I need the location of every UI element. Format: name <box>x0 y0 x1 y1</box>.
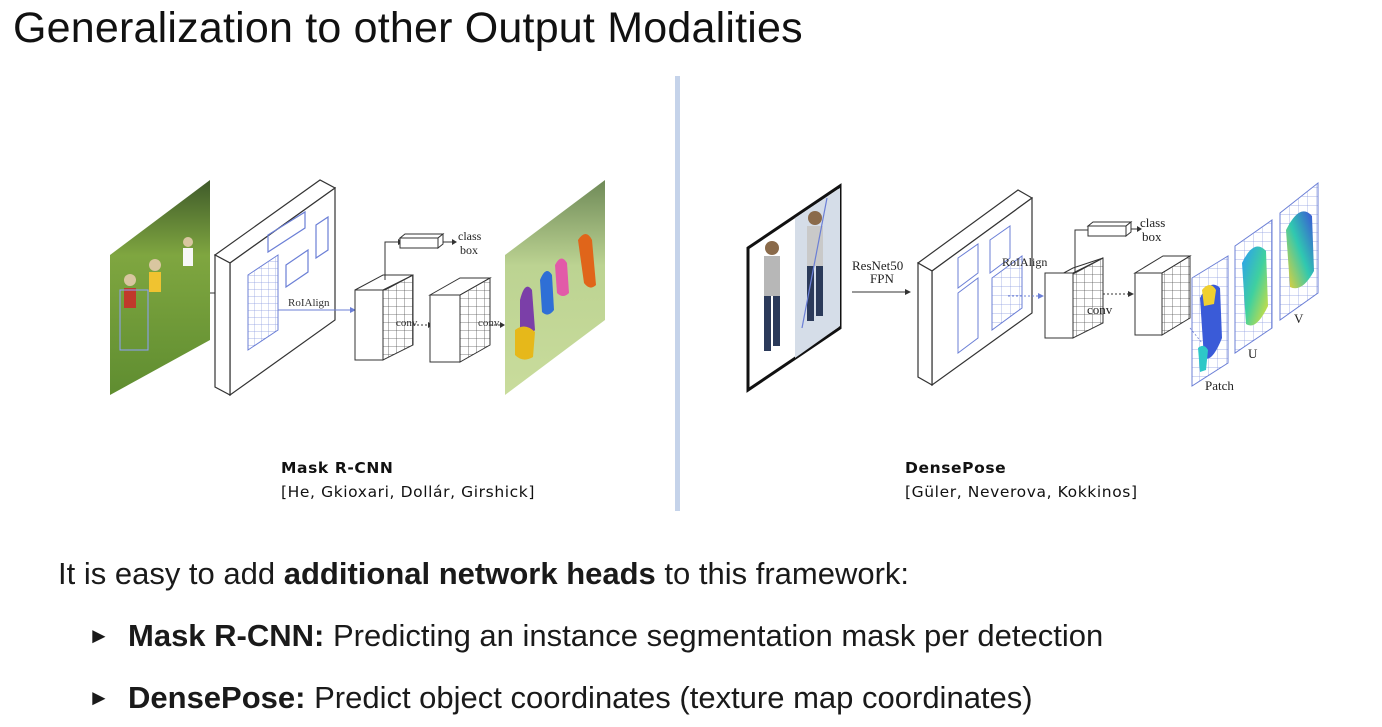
v-map <box>1279 181 1319 321</box>
class-label: class <box>1140 215 1165 230</box>
class-box-head <box>1086 220 1133 238</box>
intro-pre: It is easy to add <box>58 556 284 591</box>
mask-rcnn-diagram: RoIAlign class box conv conv <box>100 170 620 405</box>
input-photo <box>110 180 210 395</box>
box-label: box <box>1142 229 1162 244</box>
bullet-densepose: ► DensePose: Predict object coordinates (… <box>88 680 1033 716</box>
densepose-caption-name: DensePose <box>905 459 1007 477</box>
bullet-arrow-icon: ► <box>88 623 110 648</box>
mask-rcnn-caption-name: Mask R-CNN <box>281 459 394 477</box>
divider <box>675 76 680 511</box>
u-map <box>1234 219 1273 354</box>
bullet-text: Predicting an instance segmentation mask… <box>324 618 1104 653</box>
box-label: box <box>460 243 478 257</box>
patch-map <box>1191 255 1229 387</box>
densepose-diagram: ResNet50 FPN RoIAlign <box>740 178 1330 403</box>
roi-feature-block <box>354 274 414 361</box>
intro-post: to this framework: <box>655 556 910 591</box>
bullet-text: Predict object coordinates (texture map … <box>305 680 1033 715</box>
roialign-label: RoIAlign <box>1002 255 1047 269</box>
fpn-label: FPN <box>870 271 894 286</box>
class-label: class <box>458 229 482 243</box>
mask-rcnn-caption: Mask R-CNN [He, Gkioxari, Dollár, Girshi… <box>281 459 535 501</box>
intro-sentence: It is easy to add additional network hea… <box>58 556 909 592</box>
mask-rcnn-caption-authors: [He, Gkioxari, Dollár, Girshick] <box>281 483 535 501</box>
intro-bold: additional network heads <box>283 556 656 591</box>
u-label: U <box>1248 346 1258 361</box>
densepose-caption-authors: [Güler, Neverova, Kokkinos] <box>905 483 1138 501</box>
bullet-bold: DensePose: <box>128 680 306 715</box>
class-box-head <box>398 232 445 250</box>
roi-feature-block <box>1044 257 1104 339</box>
resnet-label: ResNet50 <box>852 258 903 273</box>
patch-label: Patch <box>1205 378 1234 393</box>
backbone-feature-map <box>213 179 337 397</box>
conv-label-1: conv <box>396 317 418 329</box>
bullet-bold: Mask R-CNN: <box>128 618 325 653</box>
roialign-label: RoIAlign <box>288 297 330 309</box>
input-photo <box>746 183 842 393</box>
bullet-arrow-icon: ► <box>88 685 110 710</box>
backbone-feature-map <box>916 189 1034 387</box>
densepose-caption: DensePose [Güler, Neverova, Kokkinos] <box>905 459 1138 501</box>
output-mask-image <box>505 180 605 395</box>
conv-label: conv <box>1087 302 1113 317</box>
conv-label-2: conv <box>478 317 500 329</box>
densepose-head-block <box>1133 255 1192 336</box>
mask-head-block <box>428 277 492 363</box>
v-label: V <box>1294 311 1304 326</box>
bullet-mask-rcnn: ► Mask R-CNN: Predicting an instance segm… <box>88 618 1103 654</box>
slide-title: Generalization to other Output Modalitie… <box>13 4 803 52</box>
